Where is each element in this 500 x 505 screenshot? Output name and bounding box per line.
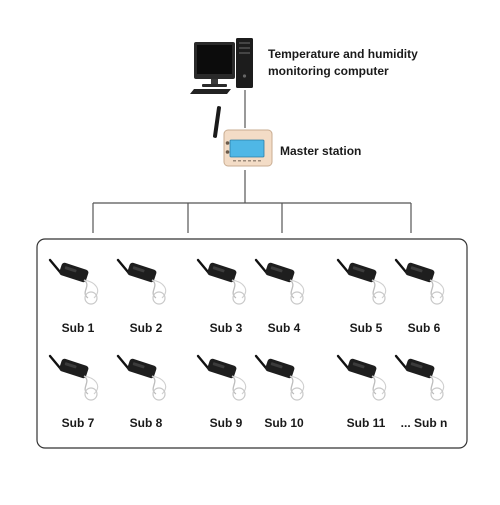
wireless-sensor-icon bbox=[116, 258, 167, 305]
sub-station-label: Sub 7 bbox=[61, 416, 95, 430]
wireless-sensor-icon bbox=[336, 354, 387, 401]
sub-station-label: ... Sub n bbox=[400, 416, 448, 430]
wireless-sensor-icon bbox=[116, 354, 167, 401]
wireless-sensor-icon bbox=[394, 258, 445, 305]
sub-station-label: Sub 8 bbox=[129, 416, 163, 430]
wireless-sensor-icon bbox=[394, 354, 445, 401]
wireless-sensor-icon bbox=[254, 258, 305, 305]
connector-lines bbox=[92, 90, 412, 233]
sub-station-label: Sub 4 bbox=[267, 321, 301, 335]
sub-station-label: Sub 2 bbox=[129, 321, 163, 335]
wireless-sensor-icon bbox=[196, 354, 247, 401]
wireless-sensor-icon bbox=[196, 258, 247, 305]
sub-station-sensors bbox=[48, 258, 445, 401]
computer-label: Temperature and humidity monitoring comp… bbox=[268, 46, 418, 80]
sub-stations-frame bbox=[36, 238, 468, 449]
sub-station-label: Sub 5 bbox=[349, 321, 383, 335]
sub-station-label: Sub 10 bbox=[264, 416, 304, 430]
wireless-sensor-icon bbox=[48, 354, 99, 401]
computer-label-line2: monitoring computer bbox=[268, 64, 389, 78]
computer-label-line1: Temperature and humidity bbox=[268, 47, 418, 61]
sub-station-label: Sub 1 bbox=[61, 321, 95, 335]
wireless-sensor-icon bbox=[254, 354, 305, 401]
sub-station-label: Sub 6 bbox=[407, 321, 441, 335]
desktop-computer-icon bbox=[190, 38, 253, 94]
sub-station-label: Sub 11 bbox=[346, 416, 386, 430]
sub-station-label: Sub 3 bbox=[209, 321, 243, 335]
master-station-label: Master station bbox=[280, 144, 362, 158]
master-station-device-icon bbox=[212, 106, 273, 167]
sub-station-label: Sub 9 bbox=[209, 416, 243, 430]
wireless-sensor-icon bbox=[336, 258, 387, 305]
wireless-sensor-icon bbox=[48, 258, 99, 305]
